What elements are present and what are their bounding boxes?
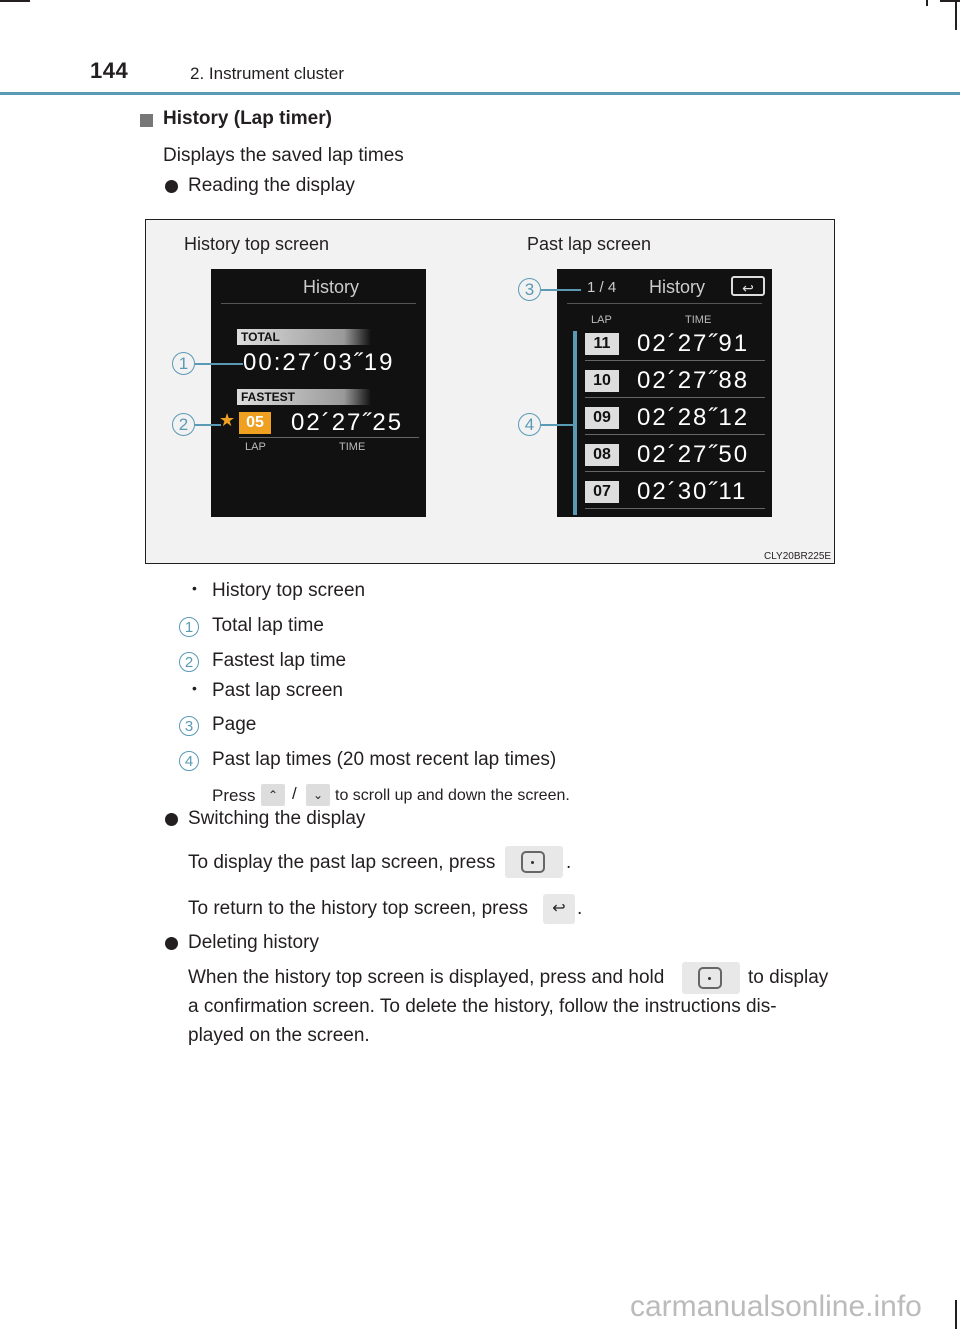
- chevron-up-icon: ⌃: [261, 784, 285, 806]
- press-suffix: to scroll up and down the screen.: [335, 787, 570, 804]
- lap-header: LAP: [591, 314, 612, 326]
- legend-num-1: 1: [179, 617, 199, 637]
- crop-mark: [955, 1300, 957, 1329]
- header-rule: [0, 92, 960, 95]
- history-top-screen: History TOTAL 00:27´03˝19 FASTEST ★ 05 0…: [211, 269, 426, 517]
- leader-line: [541, 424, 573, 426]
- period: .: [566, 852, 572, 873]
- right-caption: Past lap screen: [527, 234, 652, 254]
- fastest-label: FASTEST: [237, 389, 371, 405]
- row-divider: [585, 360, 765, 361]
- dot-icon: •: [192, 580, 197, 596]
- intro-text: Displays the saved lap times: [163, 145, 404, 166]
- total-value: 00:27´03˝19: [243, 349, 395, 376]
- reading-bullet: Reading the display: [188, 175, 355, 196]
- back-button-icon: ↩: [543, 894, 575, 924]
- legend-past-screen: Past lap screen: [212, 680, 343, 701]
- legend-item-2: Fastest lap time: [212, 650, 347, 671]
- lap-time: 02´27˝50: [637, 441, 750, 468]
- bullet-icon: [165, 180, 178, 193]
- total-label: TOTAL: [237, 329, 371, 345]
- section-title: 2. Instrument cluster: [190, 64, 345, 83]
- lap-time: 02´27˝91: [637, 330, 750, 357]
- deleting-line3: played on the screen.: [188, 1025, 370, 1046]
- crop-mark: [0, 0, 30, 2]
- deleting-title: Deleting history: [188, 932, 319, 953]
- past-lap-screen: 1 / 4 History ↩ LAP TIME 11 02´27˝91 10 02´…: [557, 269, 772, 517]
- divider: [221, 303, 416, 304]
- lap-number: 08: [585, 444, 619, 466]
- switching-title: Switching the display: [188, 808, 366, 829]
- lap-number: 09: [585, 407, 619, 429]
- row-divider: [585, 471, 765, 472]
- leader-line: [195, 363, 243, 365]
- crop-mark: [940, 0, 960, 2]
- period: .: [577, 898, 583, 919]
- time-header: TIME: [685, 314, 712, 326]
- row-divider: [585, 397, 765, 398]
- page-number: 144: [90, 58, 129, 83]
- star-icon: ★: [219, 410, 236, 430]
- screen-title: History: [649, 277, 706, 297]
- switching-line1: To display the past lap screen, press: [188, 852, 496, 873]
- chevron-down-icon: ⌄: [306, 784, 330, 806]
- deleting-line2: a confirmation screen. To delete the his…: [188, 996, 777, 1017]
- lap-time: 02´30˝11: [637, 478, 748, 505]
- display-button-icon: [505, 846, 563, 878]
- callout-3: 3: [518, 278, 541, 301]
- legend-item-4: Past lap times (20 most recent lap times…: [212, 749, 557, 770]
- legend-num-4: 4: [179, 751, 199, 771]
- dot-icon: •: [192, 680, 197, 696]
- page-indicator: 1 / 4: [587, 279, 617, 296]
- press-prefix: Press: [212, 786, 256, 805]
- lap-time: 02´27˝88: [637, 367, 750, 394]
- callout-4: 4: [518, 413, 541, 436]
- deleting-line1b: to display: [748, 967, 829, 988]
- bullet-icon: [165, 937, 178, 950]
- crop-mark: [955, 0, 957, 30]
- switching-line2: To return to the history top screen, pre…: [188, 898, 529, 919]
- row-divider: [585, 508, 765, 509]
- screen-title: History: [303, 277, 360, 297]
- bullet-icon: [165, 813, 178, 826]
- legend-item-1: Total lap time: [212, 615, 324, 636]
- bracket: [573, 331, 577, 515]
- fastest-time: 02´27˝25: [291, 409, 404, 436]
- leader-line: [541, 289, 581, 291]
- lap-number: 10: [585, 370, 619, 392]
- legend-item-3: Page: [212, 714, 257, 735]
- legend-num-3: 3: [179, 716, 199, 736]
- display-button-icon: [682, 962, 740, 994]
- time-header: TIME: [339, 441, 366, 453]
- press-separator: /: [292, 784, 297, 803]
- lap-header: LAP: [245, 441, 266, 453]
- legend-top-screen: History top screen: [212, 580, 366, 601]
- figure-code: CLY20BR225E: [764, 551, 832, 562]
- divider: [239, 437, 419, 438]
- back-icon: ↩: [731, 276, 765, 296]
- figure: History top screen Past lap screen Histo…: [145, 219, 835, 564]
- left-caption: History top screen: [184, 234, 330, 254]
- heading: History (Lap timer): [163, 108, 332, 129]
- deleting-line1a: When the history top screen is displayed…: [188, 967, 665, 988]
- leader-line: [195, 424, 221, 426]
- heading-square-icon: [140, 114, 153, 127]
- divider: [567, 303, 762, 304]
- lap-time: 02´28˝12: [637, 404, 750, 431]
- crop-mark: [926, 0, 928, 6]
- row-divider: [585, 434, 765, 435]
- callout-2: 2: [172, 413, 195, 436]
- lap-number: 07: [585, 481, 619, 503]
- legend-num-2: 2: [179, 652, 199, 672]
- watermark: carmanualsonline.info: [630, 1290, 922, 1323]
- lap-number: 11: [585, 333, 619, 355]
- callout-1: 1: [172, 352, 195, 375]
- fastest-lap: 05: [239, 412, 271, 434]
